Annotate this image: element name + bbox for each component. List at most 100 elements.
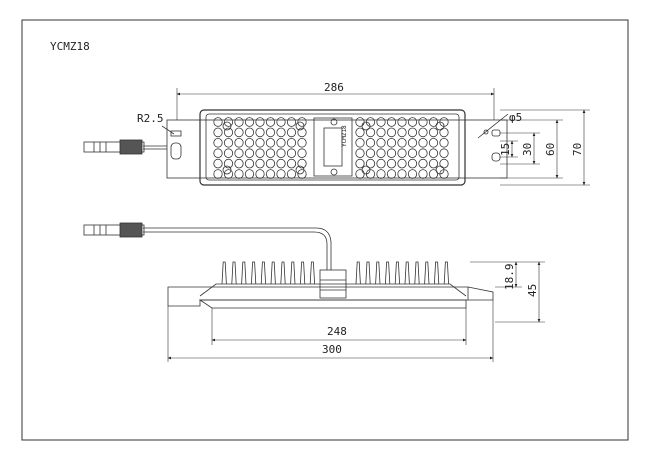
lens xyxy=(376,117,386,127)
lens xyxy=(376,127,386,138)
fin xyxy=(280,261,286,285)
lens xyxy=(286,138,297,148)
dim-248-label: 248 xyxy=(327,325,347,338)
lens-grid-left xyxy=(213,117,307,179)
lens xyxy=(365,148,376,159)
lens xyxy=(365,169,376,179)
lens xyxy=(407,158,418,169)
lens xyxy=(276,169,286,179)
lens xyxy=(297,127,307,138)
lens xyxy=(265,169,276,179)
lens xyxy=(265,158,276,169)
fin xyxy=(309,261,315,285)
lens xyxy=(234,158,244,169)
lens xyxy=(355,127,365,138)
radius-leader xyxy=(161,125,175,135)
fin xyxy=(300,261,306,285)
lens xyxy=(255,169,265,179)
lens xyxy=(418,117,428,127)
lens xyxy=(428,127,439,138)
side-cable-wire xyxy=(143,231,328,270)
dim-15-label: 15 xyxy=(499,143,512,156)
lens xyxy=(244,138,255,148)
fin xyxy=(394,261,400,285)
lens xyxy=(407,127,418,138)
base-lower xyxy=(198,299,467,309)
lens xyxy=(276,138,286,148)
fin xyxy=(443,261,449,285)
fin xyxy=(251,261,257,285)
lens xyxy=(376,138,386,148)
lens xyxy=(255,117,265,127)
lens xyxy=(407,148,418,159)
lens xyxy=(355,148,365,159)
lens xyxy=(397,138,407,148)
lens xyxy=(365,117,376,127)
lens xyxy=(439,158,449,169)
lens xyxy=(223,169,234,179)
bracket-slot xyxy=(170,142,182,160)
lens xyxy=(439,148,449,159)
lens xyxy=(244,127,255,138)
lens xyxy=(397,127,407,138)
lens xyxy=(355,169,365,179)
lens-grid-right xyxy=(355,117,449,179)
lens xyxy=(213,117,223,127)
lens xyxy=(418,158,428,169)
lens xyxy=(397,158,407,169)
lens xyxy=(386,138,397,148)
lens xyxy=(386,117,397,127)
lens xyxy=(386,158,397,169)
lens xyxy=(428,158,439,169)
lens xyxy=(428,117,439,127)
lens xyxy=(365,127,376,138)
lens xyxy=(428,169,439,179)
side-view xyxy=(83,222,494,309)
top-view-dimensions xyxy=(176,88,590,186)
lens xyxy=(213,148,223,159)
side-connector-grip xyxy=(119,222,143,238)
lens xyxy=(418,169,428,179)
fin xyxy=(424,261,430,285)
fin xyxy=(365,261,371,285)
lens xyxy=(265,148,276,159)
lens xyxy=(397,148,407,159)
lens xyxy=(244,117,255,127)
lens xyxy=(407,138,418,148)
lens xyxy=(213,127,223,138)
lens xyxy=(213,138,223,148)
cable-gland xyxy=(319,269,347,299)
lens xyxy=(297,117,307,127)
bracket-slot xyxy=(170,130,182,137)
fin xyxy=(241,261,247,285)
lens xyxy=(286,158,297,169)
fin xyxy=(434,261,440,285)
model-title: YCMZ18 xyxy=(50,40,90,53)
dim-45-label: 45 xyxy=(526,284,539,297)
lens xyxy=(213,169,223,179)
lens xyxy=(286,148,297,159)
heatsink-body xyxy=(199,283,467,297)
lens xyxy=(439,117,449,127)
fin xyxy=(270,261,276,285)
lens xyxy=(244,148,255,159)
fin xyxy=(260,261,266,285)
dim-286-label: 286 xyxy=(324,81,344,94)
side-cable-wire xyxy=(143,227,332,270)
top-cable xyxy=(83,139,167,155)
dim-18-9-label: 18.9 xyxy=(503,264,516,291)
lens xyxy=(418,127,428,138)
fin xyxy=(404,261,410,285)
lens xyxy=(276,158,286,169)
dim-hole-label: φ5 xyxy=(509,111,522,124)
lens xyxy=(355,117,365,127)
lens xyxy=(265,117,276,127)
lens xyxy=(397,169,407,179)
lens xyxy=(386,148,397,159)
side-connector-body xyxy=(83,224,145,236)
lens xyxy=(244,169,255,179)
lens xyxy=(265,138,276,148)
fin xyxy=(414,261,420,285)
